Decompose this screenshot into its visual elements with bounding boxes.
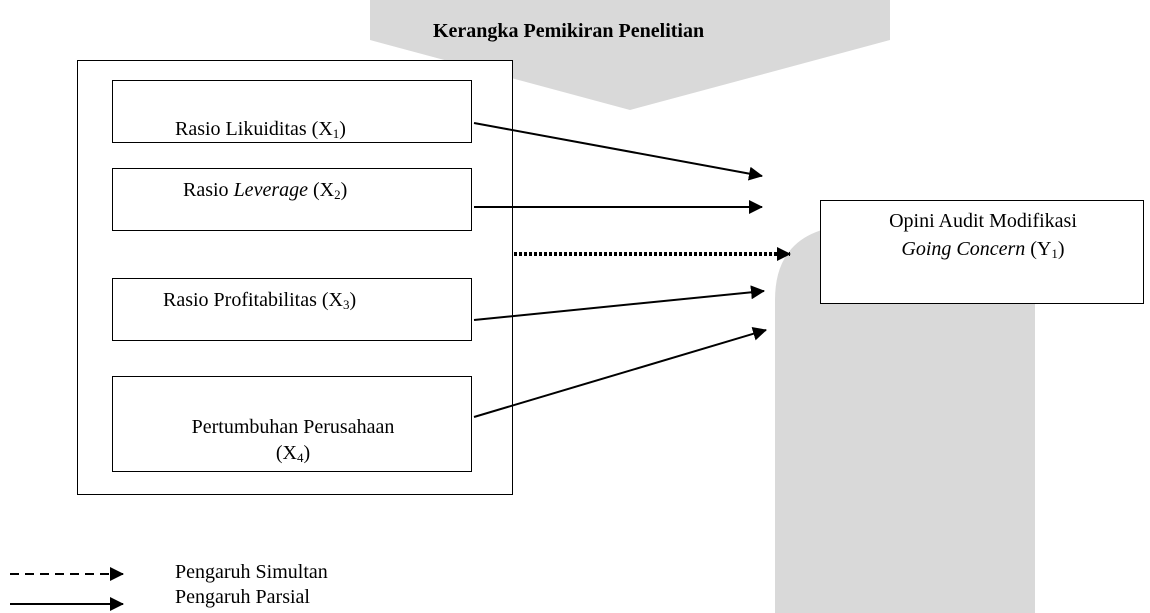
watermark-u-shape <box>775 225 1035 613</box>
legend-partial-label: Pengaruh Parsial <box>175 586 310 608</box>
variable-box-x1: Rasio Likuiditas (X1) <box>112 80 472 143</box>
watermark-chevron <box>370 40 890 110</box>
arrow-x4-to-y <box>473 327 767 418</box>
watermark-left-u <box>515 470 770 613</box>
dependent-variable-label: Opini Audit Modifikasi Going Concern (Y1… <box>889 210 1077 261</box>
legend-simultaneous-label: Pengaruh Simultan <box>175 561 328 583</box>
arrow-x3-to-y <box>473 285 765 321</box>
watermark-top-shape <box>370 0 890 40</box>
variable-box-x4: Pertumbuhan Perusahaan (X4) <box>112 376 472 472</box>
variable-label-x4: Pertumbuhan Perusahaan (X4) <box>191 416 395 465</box>
variable-box-x3: Rasio Profitabilitas (X3) <box>112 278 472 341</box>
dependent-variable-box: Opini Audit Modifikasi Going Concern (Y1… <box>820 200 1144 304</box>
variable-label-x2: Rasio Leverage (X2) <box>183 179 348 202</box>
arrow-x1-to-y <box>473 122 763 181</box>
variable-box-x2: Rasio Leverage (X2) <box>112 168 472 231</box>
variable-label-x1: Rasio Likuiditas (X1) <box>175 118 346 141</box>
diagram-title: Kerangka Pemikiran Penelitian <box>433 20 705 42</box>
variable-label-x3: Rasio Profitabilitas (X3) <box>163 289 357 312</box>
